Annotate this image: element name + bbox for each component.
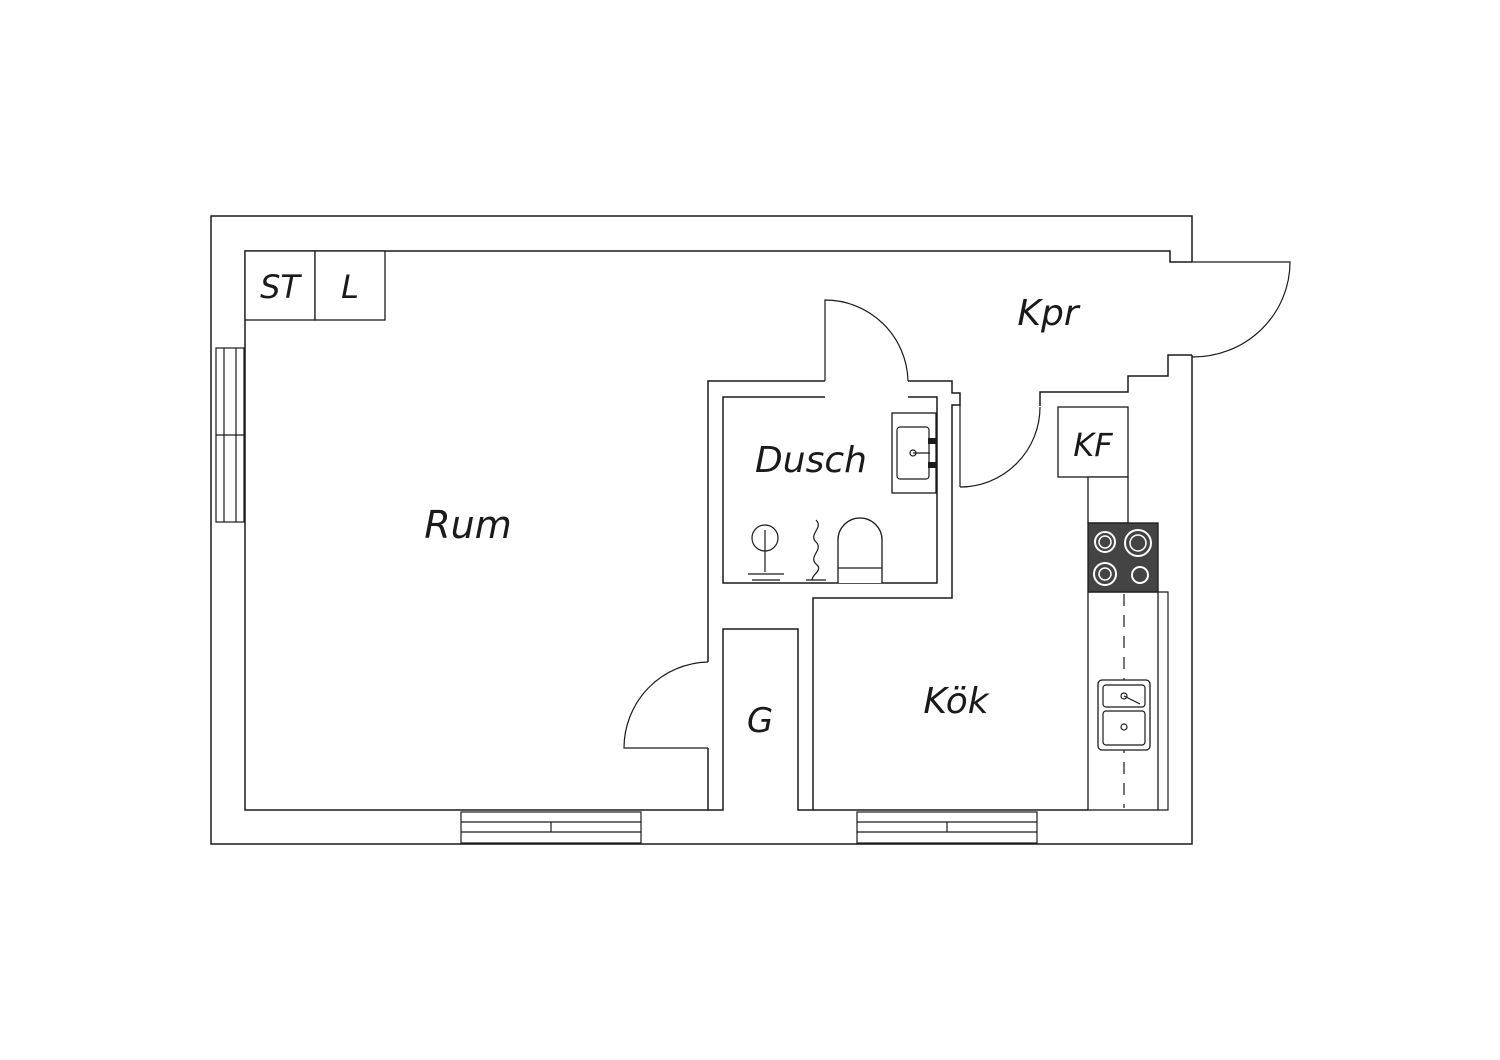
label-dusch: Dusch <box>755 440 867 481</box>
window-left <box>215 347 245 523</box>
entrance-door <box>1191 261 1291 358</box>
stove-icon <box>1087 522 1159 593</box>
l-cabinet <box>314 250 386 321</box>
label-kok: Kök <box>923 681 990 722</box>
kf-box <box>1057 406 1129 478</box>
kitchen-counter <box>1087 476 1129 524</box>
g-door <box>623 661 709 749</box>
kok-wall <box>813 405 1088 811</box>
inner-wall-rum-kpr <box>244 250 1192 811</box>
label-kf: KF <box>1073 426 1113 464</box>
dusch-inner-wall <box>722 396 938 584</box>
label-st: ST <box>260 268 302 306</box>
shower-icon <box>748 519 826 581</box>
label-kpr: Kpr <box>1017 293 1080 334</box>
label-l: L <box>341 268 359 306</box>
dusch-door <box>824 299 909 382</box>
label-rum: Rum <box>424 503 512 547</box>
toilet-icon <box>837 517 883 583</box>
st-cabinet <box>244 250 316 321</box>
hall-door <box>959 405 1041 488</box>
dusch-outer-wall <box>707 380 961 811</box>
label-g: G <box>747 701 773 741</box>
kitchen-sink-icon <box>1097 679 1151 751</box>
window-bottom-left <box>460 811 642 844</box>
window-bottom-right <box>856 811 1038 844</box>
outer-wall <box>210 215 1193 845</box>
bathroom-sink-icon <box>891 412 937 494</box>
kitchen-counter-edge <box>1158 591 1169 811</box>
